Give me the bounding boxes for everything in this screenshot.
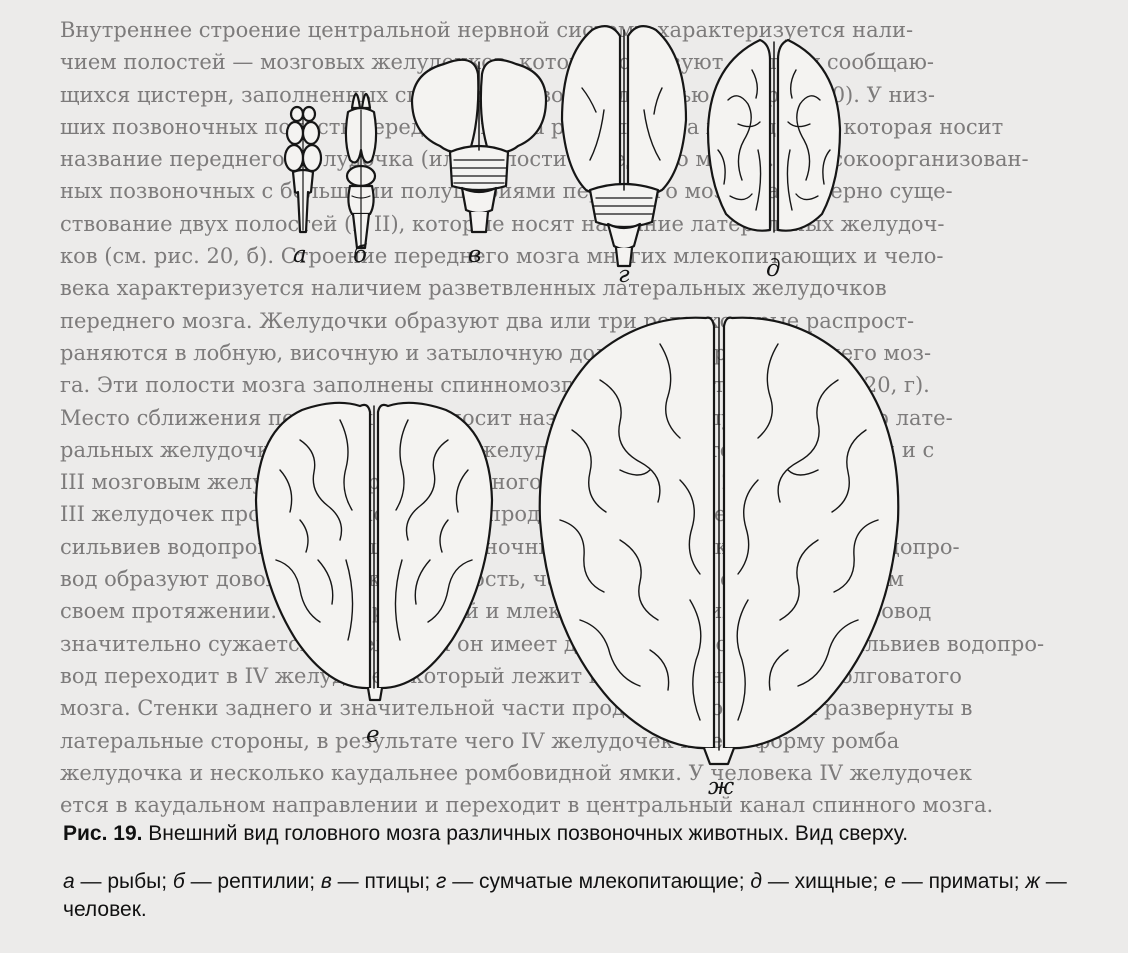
- label-g: г: [618, 262, 630, 288]
- legend-key: б: [173, 870, 185, 893]
- legend-text: — рептилии;: [185, 870, 321, 893]
- label-b: б: [353, 242, 367, 268]
- carnivore-brain-drawing: [708, 40, 840, 232]
- legend-key: ж: [1025, 870, 1039, 893]
- legend-key: е: [884, 870, 896, 893]
- label-v: в: [468, 242, 481, 268]
- legend-text: — хищные;: [762, 870, 884, 893]
- legend-key: д: [750, 870, 762, 893]
- human-brain-drawing: [540, 318, 899, 764]
- caption-title-line: Рис. 19. Внешний вид головного мозга раз…: [63, 820, 1073, 848]
- label-zh: ж: [708, 774, 734, 800]
- bird-brain-drawing: [412, 60, 546, 232]
- legend-text: — приматы;: [896, 870, 1026, 893]
- legend-text: — рыбы;: [75, 870, 173, 893]
- legend-text: — сумчатые млекопитающие;: [446, 870, 750, 893]
- label-e: е: [366, 722, 380, 748]
- label-a: а: [293, 242, 307, 268]
- figure-number: Рис. 19.: [63, 822, 142, 845]
- figure-caption: Рис. 19. Внешний вид головного мозга раз…: [63, 820, 1073, 924]
- label-d: д: [766, 256, 781, 282]
- figure-title: Внешний вид головного мозга различных по…: [142, 822, 908, 845]
- legend-key: г: [436, 870, 446, 893]
- legend-key: в: [321, 870, 332, 893]
- reptile-brain-drawing: [346, 94, 376, 248]
- primate-brain-drawing: [256, 403, 492, 700]
- figure-legend: а — рыбы; б — рептилии; в — птицы; г — с…: [63, 868, 1073, 924]
- fish-brain-drawing: [285, 107, 321, 232]
- legend-text: — птицы;: [332, 870, 436, 893]
- legend-key: а: [63, 870, 75, 893]
- marsupial-brain-drawing: [562, 26, 686, 266]
